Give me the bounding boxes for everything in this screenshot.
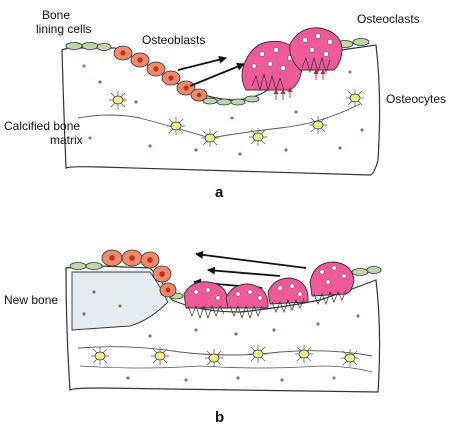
osteoclasts-a (241, 27, 343, 100)
lining-cell (96, 43, 112, 51)
lining-cell (230, 98, 246, 106)
matrix-dots-b (82, 290, 360, 382)
osteoblast (190, 88, 208, 102)
label-osteoblasts: Osteoblasts (142, 33, 206, 47)
osteoblast (176, 80, 196, 96)
label-osteocytes: Osteocytes (386, 92, 447, 106)
new-bone-region (71, 271, 169, 331)
ruffled-border (187, 304, 225, 320)
osteocyte (205, 349, 223, 367)
lining-cell (366, 266, 382, 274)
label-new-bone: New bone (4, 293, 59, 307)
osteoblast (159, 282, 177, 298)
osteoblast (161, 70, 181, 86)
label-bone-lining-cells-line2: lining cells (36, 22, 92, 36)
osteocyte (346, 89, 364, 107)
direction-arrow (207, 266, 281, 277)
osteocyte (249, 128, 267, 146)
osteoclast (225, 283, 269, 320)
lining-cell (85, 262, 103, 270)
osteoblast (101, 249, 123, 267)
direction-arrow (177, 55, 227, 71)
osteoclasts-b (183, 261, 355, 320)
lining-cell (244, 95, 260, 103)
osteocyte (109, 91, 127, 109)
canaliculi-network-b (77, 346, 373, 357)
lining-cell (351, 268, 369, 276)
label-calcified-bone-line1: Calcified bone (4, 119, 81, 133)
osteocyte (151, 347, 169, 365)
panel-b (65, 249, 382, 393)
lining-cell (352, 38, 370, 46)
osteoclast (183, 281, 229, 320)
lining-cell (65, 42, 83, 50)
osteoclast (241, 40, 303, 92)
osteoblast (146, 61, 166, 77)
osteoblast (152, 265, 172, 283)
osteoclast (289, 27, 343, 74)
lining-cell (69, 262, 87, 270)
direction-arrow (195, 250, 307, 269)
osteoclast (267, 277, 309, 314)
osteoblasts-a (113, 45, 208, 102)
ruffled-border (313, 289, 347, 306)
panel-label-a: a (215, 184, 224, 201)
panel-label-b: b (215, 409, 225, 426)
ruffled-border (229, 304, 263, 320)
bone-lining-cells-a (65, 38, 370, 106)
label-osteoclasts: Osteoclasts (357, 12, 420, 26)
osteocyte (91, 347, 109, 365)
osteoblast (113, 45, 133, 61)
label-bone-lining-cells-line1: Bone (42, 8, 71, 22)
matrix-dots-a (82, 64, 364, 156)
osteoblast (140, 251, 160, 269)
osteoclast (309, 261, 355, 306)
ruffled-border (271, 297, 305, 314)
direction-arrow (189, 62, 245, 87)
panel-a (61, 27, 381, 176)
osteocyte (341, 349, 359, 367)
label-calcified-bone-line2: matrix (50, 133, 83, 147)
osteocyte (249, 345, 267, 363)
osteoblast (130, 52, 150, 68)
osteocytes-b (91, 345, 359, 367)
osteocyte (167, 117, 185, 135)
lining-cell (216, 98, 232, 106)
lining-cell (81, 42, 99, 50)
osteocyte (295, 345, 313, 363)
osteocyte (309, 116, 327, 134)
osteocytes-a (109, 89, 364, 147)
canaliculi-network-b-lower (79, 365, 373, 373)
osteoblast (121, 249, 143, 267)
ruffled-border (251, 73, 285, 92)
osteoblasts-b (101, 249, 177, 298)
osteocyte (201, 129, 219, 147)
